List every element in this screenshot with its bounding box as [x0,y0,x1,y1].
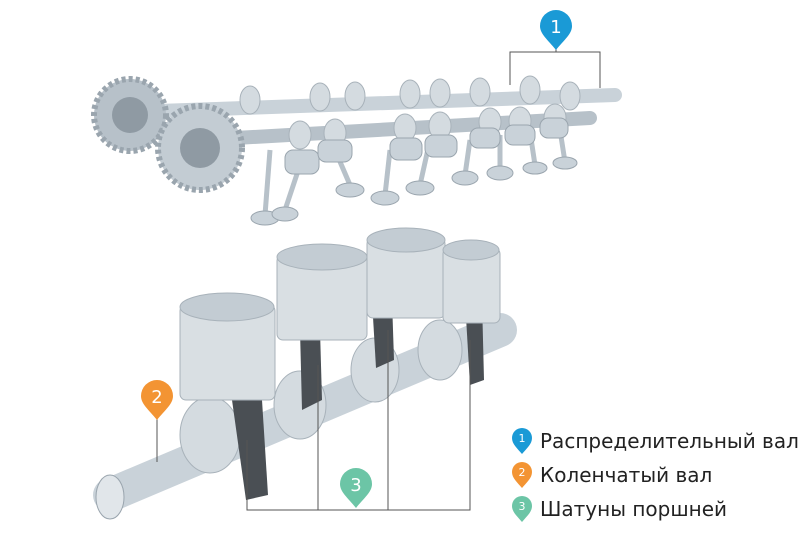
svg-text:1: 1 [519,432,526,445]
pin-icon: 3 [512,496,532,522]
camshaft [91,75,622,193]
marker-3: 3 [340,468,372,508]
pin-icon: 1 [512,428,532,454]
marker-2: 2 [141,380,173,420]
leader-lines [156,48,601,511]
legend-item-connecting-rods: 3 Шатуны поршней [512,492,799,526]
svg-text:1: 1 [550,17,561,38]
svg-text:2: 2 [519,466,526,479]
legend: 1 Распределительный вал 2 Коленчатый вал… [512,424,799,526]
marker-1: 1 [540,10,572,50]
legend-item-crankshaft: 2 Коленчатый вал [512,458,799,492]
svg-text:2: 2 [151,387,162,408]
svg-text:3: 3 [519,500,526,513]
pin-icon: 2 [512,462,532,488]
svg-text:3: 3 [350,475,361,496]
pistons [179,227,501,401]
legend-item-camshaft: 1 Распределительный вал [512,424,799,458]
